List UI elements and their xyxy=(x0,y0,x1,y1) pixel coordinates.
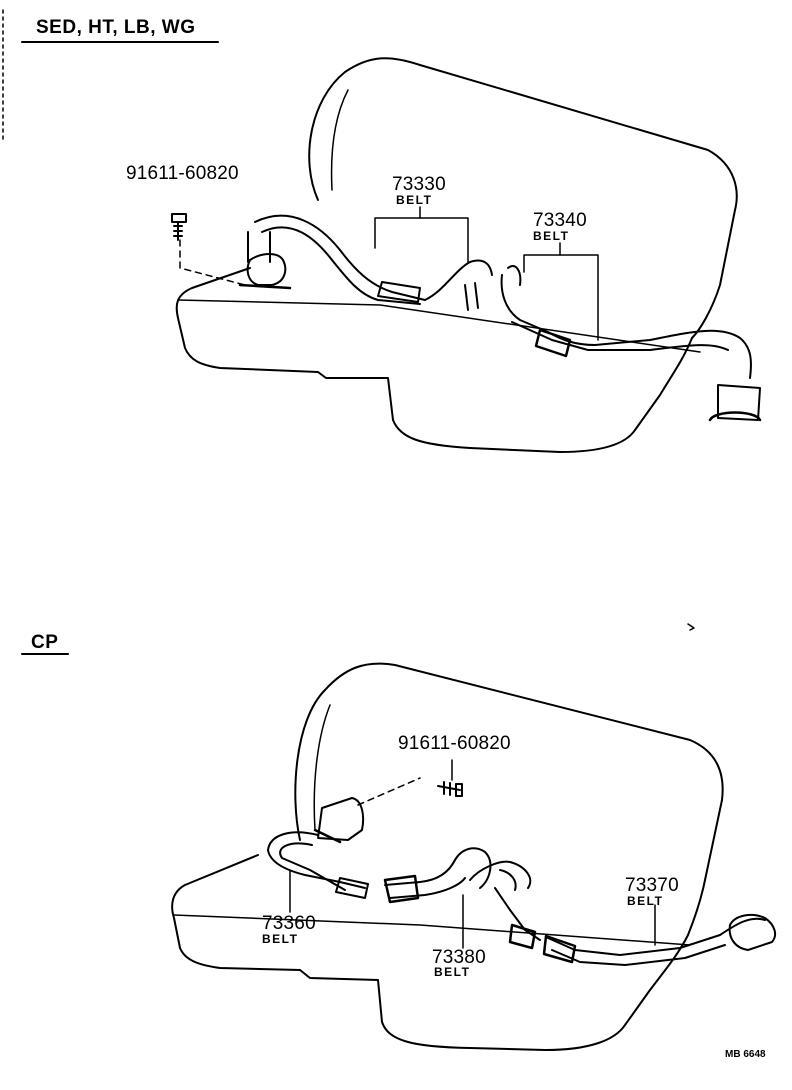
section-title-bottom: CP xyxy=(31,632,59,653)
seat-back-bottom xyxy=(294,662,724,936)
part-number-73370: 73370 xyxy=(625,875,679,896)
seat-cushion-top xyxy=(175,267,693,453)
seat-back-top xyxy=(308,57,738,339)
bolt-bottom xyxy=(437,781,461,797)
part-sub-73330: BELT xyxy=(396,193,433,207)
part-number-73380: 73380 xyxy=(432,947,486,968)
belt-73330 xyxy=(254,214,493,301)
belt-73380 xyxy=(384,847,492,889)
part-number-bolt-bottom: 91611-60820 xyxy=(398,733,511,754)
part-sub-73370: BELT xyxy=(627,894,664,908)
retractor-left-top xyxy=(246,253,287,286)
part-number-bolt-top: 91611-60820 xyxy=(126,163,239,184)
retractor-left-bottom xyxy=(317,797,365,841)
part-sub-73340: BELT xyxy=(533,229,570,243)
drawing-code: MB 6648 xyxy=(725,1049,766,1060)
bolt-top xyxy=(171,213,187,241)
part-sub-73380: BELT xyxy=(434,965,471,979)
part-number-73360: 73360 xyxy=(262,913,316,934)
seat-cushion-bottom xyxy=(171,854,689,1051)
part-sub-73360: BELT xyxy=(262,932,299,946)
belt-73360 xyxy=(267,831,366,889)
retractor-right-top xyxy=(717,384,761,421)
section-title-top: SED, HT, LB, WG xyxy=(36,17,196,38)
retractor-right-bottom xyxy=(728,913,777,951)
part-number-73330: 73330 xyxy=(392,174,446,195)
belt-73340 xyxy=(500,274,752,379)
belt-73370 xyxy=(547,917,766,956)
part-number-73340: 73340 xyxy=(533,210,587,231)
